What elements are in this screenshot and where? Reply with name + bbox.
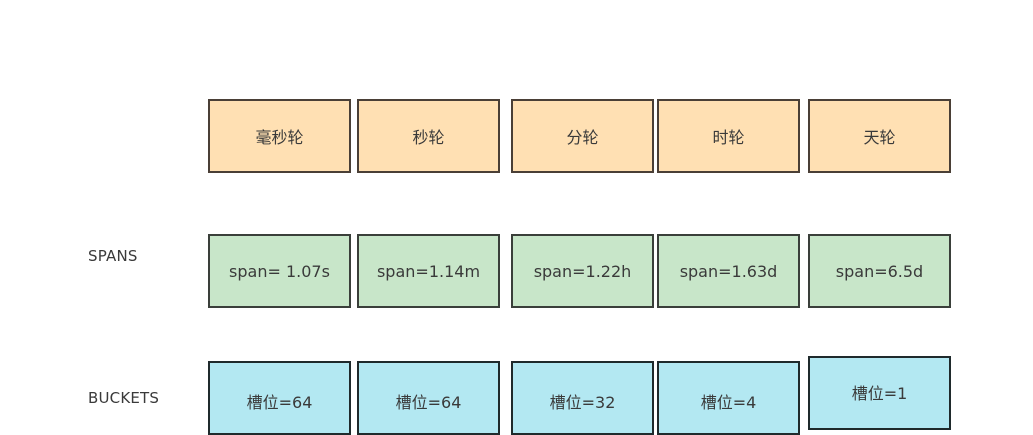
wheel-box-day: 天轮: [808, 99, 951, 173]
wheel-label: 天轮: [863, 128, 896, 147]
bucket-box-day: 槽位=1: [808, 356, 951, 430]
bucket-value: 槽位=64: [395, 393, 462, 412]
span-value: span=1.14m: [376, 261, 481, 281]
span-value: span=1.63d: [679, 261, 778, 281]
bucket-value: 槽位=4: [700, 393, 757, 412]
span-box-minute: span=1.22h: [511, 234, 654, 308]
wheel-box-minute: 分轮: [511, 99, 654, 173]
span-box-second: span=1.14m: [357, 234, 500, 308]
span-box-millisecond: span= 1.07s: [208, 234, 351, 308]
wheel-label: 时轮: [712, 128, 745, 147]
span-box-day: span=6.5d: [808, 234, 951, 308]
span-value: span= 1.07s: [229, 261, 330, 281]
bucket-box-millisecond: 槽位=64: [208, 361, 351, 435]
bucket-box-minute: 槽位=32: [511, 361, 654, 435]
bucket-value: 槽位=32: [549, 393, 616, 412]
span-box-hour: span=1.63d: [657, 234, 800, 308]
span-value: span=6.5d: [835, 261, 924, 281]
wheel-box-millisecond: 毫秒轮: [208, 99, 351, 173]
bucket-value: 槽位=1: [851, 384, 908, 403]
wheel-label: 分轮: [566, 128, 599, 147]
bucket-box-hour: 槽位=4: [657, 361, 800, 435]
span-value: span=1.22h: [533, 261, 632, 281]
wheel-label: 毫秒轮: [255, 128, 304, 147]
bucket-value: 槽位=64: [246, 393, 313, 412]
wheel-label: 秒轮: [412, 128, 445, 147]
row-label-spans: SPANS: [88, 247, 138, 265]
bucket-box-second: 槽位=64: [357, 361, 500, 435]
wheel-box-second: 秒轮: [357, 99, 500, 173]
wheel-box-hour: 时轮: [657, 99, 800, 173]
row-label-buckets: BUCKETS: [88, 389, 160, 407]
